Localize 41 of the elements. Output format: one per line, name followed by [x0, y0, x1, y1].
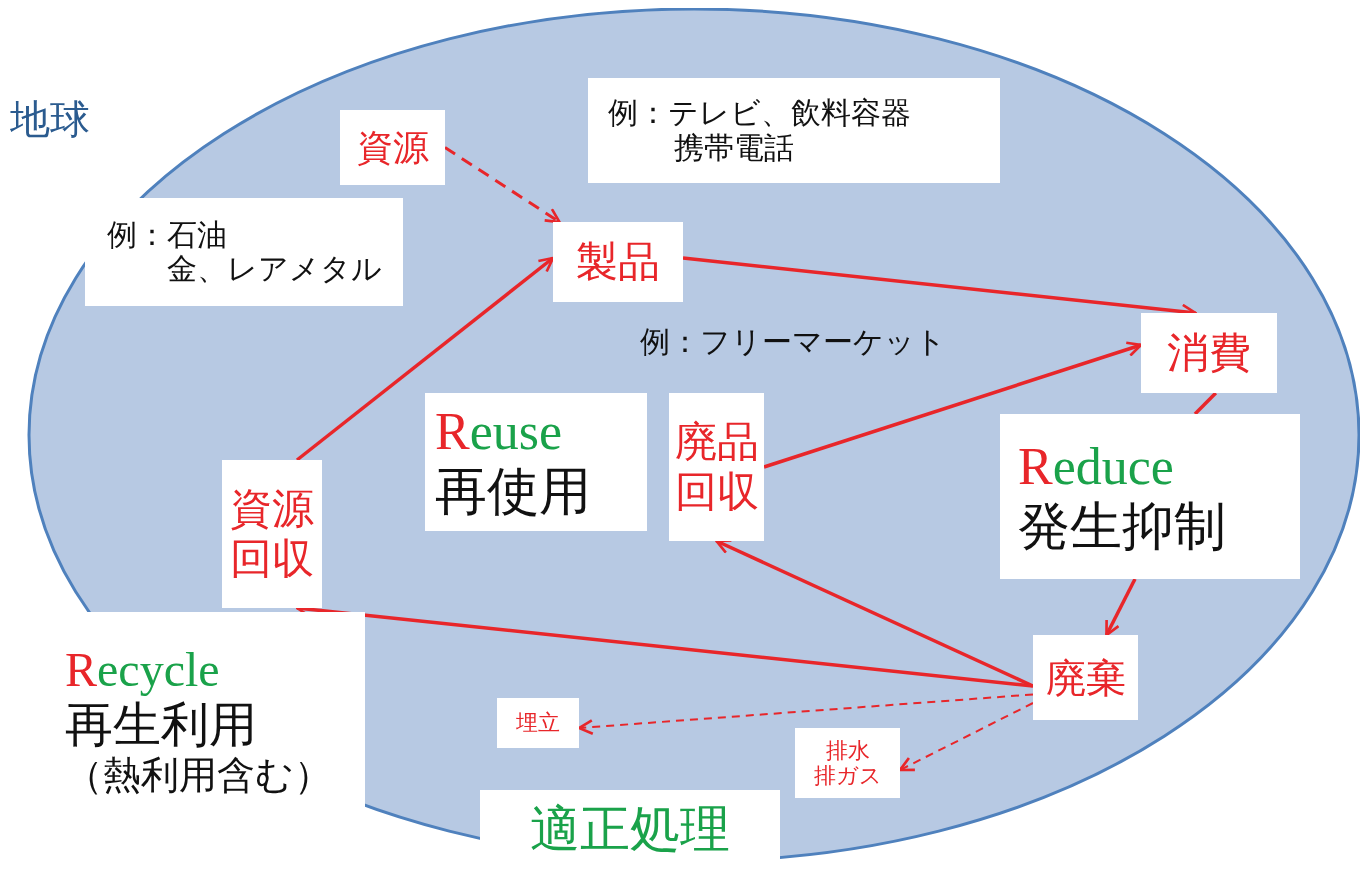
arrow [763, 341, 1143, 469]
text-box [588, 78, 1000, 183]
node-label: Recycle [65, 642, 220, 698]
region-title: 地球 [10, 96, 90, 142]
node-label: 消費 [1167, 328, 1251, 378]
text-box [497, 698, 579, 748]
node-label: 製品 [576, 237, 660, 287]
node-label: 資源 [356, 126, 429, 169]
node-label: 資源回収 [230, 483, 314, 585]
node-label: 携帯電話 [673, 130, 794, 165]
text-box [553, 222, 683, 302]
node-label: 埋立 [516, 710, 560, 736]
node-label: Reduce [1018, 436, 1174, 497]
node-label: Reuse [435, 402, 563, 462]
text-box [669, 393, 764, 541]
text-box [795, 728, 900, 798]
arrow [577, 693, 1034, 735]
node-label: （熱利用含む） [65, 752, 332, 797]
node-label: 再生利用 [65, 697, 257, 753]
node-label: 適正処理 [530, 801, 730, 859]
text-box [222, 460, 322, 608]
example-note: 例：フリーマーケット [640, 325, 946, 360]
node-label: 例：石油 [107, 217, 227, 252]
arrow [444, 146, 561, 224]
node-label: 排ガス [813, 763, 882, 789]
text-box [1033, 635, 1138, 720]
node-label: 金、レアメタル [166, 252, 382, 287]
text-box [425, 393, 647, 531]
node-label: 排水 [825, 737, 870, 763]
connector-line [1193, 391, 1218, 416]
node-label: 再使用 [435, 462, 591, 522]
arrow [898, 702, 1034, 772]
node-label: 廃棄 [1045, 654, 1126, 701]
text-box [340, 110, 445, 185]
text-box [1000, 414, 1300, 579]
node-label: 例：テレビ、飲料容器 [608, 96, 911, 131]
node-label: 廃品回収 [674, 416, 759, 518]
text-box [1141, 313, 1277, 393]
arrow [295, 256, 555, 462]
node-label: 発生抑制 [1018, 496, 1226, 557]
arrow [1104, 578, 1137, 637]
